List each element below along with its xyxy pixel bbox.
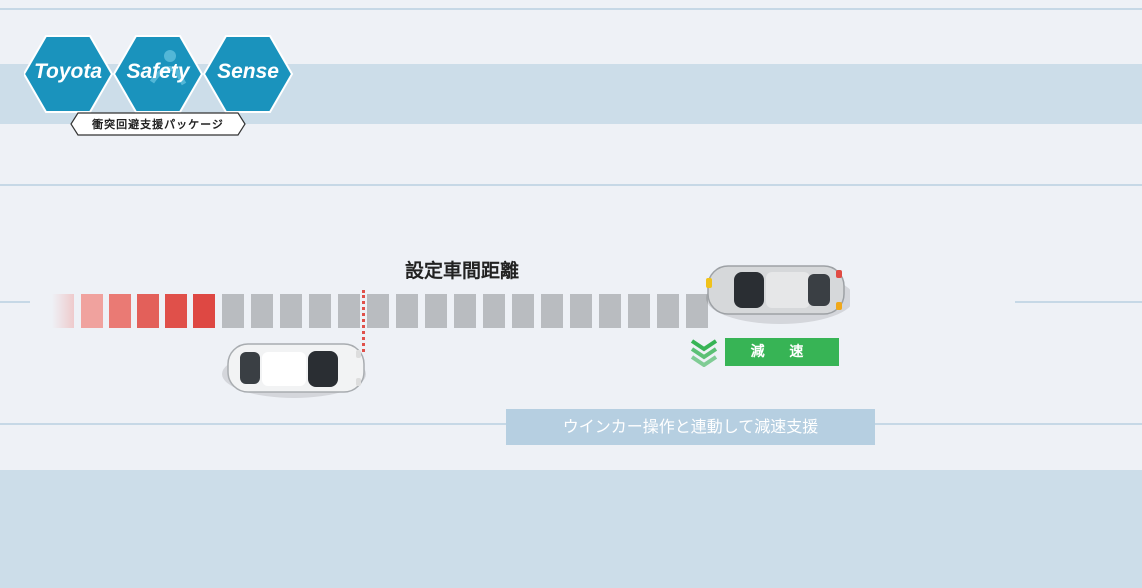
distance-cell-red-faded bbox=[52, 294, 74, 328]
distance-cell-gray bbox=[512, 294, 534, 328]
lane-line-upper bbox=[0, 184, 1142, 186]
distance-cell-gray bbox=[338, 294, 360, 328]
distance-cell-red bbox=[137, 294, 159, 328]
distance-cell-gray bbox=[309, 294, 331, 328]
logo-hexagons bbox=[22, 35, 294, 113]
lower-lane-band bbox=[0, 470, 1142, 588]
distance-cell-red bbox=[193, 294, 215, 328]
distance-cell-gray bbox=[628, 294, 650, 328]
lead-car bbox=[706, 265, 850, 324]
logo-tagline-badge: 衝突回避支援パッケージ bbox=[70, 112, 246, 136]
caption-bar: ウインカー操作と連動して減速支援 bbox=[506, 409, 875, 445]
distance-cell-gray bbox=[483, 294, 505, 328]
distance-cell-gray bbox=[686, 294, 708, 328]
distance-cell-gray bbox=[425, 294, 447, 328]
distance-cell-red bbox=[165, 294, 187, 328]
lane-center-dash-left bbox=[0, 301, 30, 303]
logo-tagline: 衝突回避支援パッケージ bbox=[92, 118, 224, 131]
distance-cell-gray bbox=[657, 294, 679, 328]
logo-word-toyota: Toyota bbox=[33, 60, 103, 83]
distance-cell-gray bbox=[396, 294, 418, 328]
decel-chevrons-icon bbox=[690, 339, 718, 367]
distance-cell-gray bbox=[599, 294, 621, 328]
distance-cell-gray bbox=[367, 294, 389, 328]
distance-cell-gray bbox=[454, 294, 476, 328]
distance-cell-red bbox=[109, 294, 131, 328]
lane-center-dash-right bbox=[1015, 301, 1142, 303]
ego-front-marker-line bbox=[362, 290, 365, 352]
distance-cell-gray bbox=[251, 294, 273, 328]
distance-cell-gray bbox=[280, 294, 302, 328]
distance-cell-gray bbox=[541, 294, 563, 328]
road-edge-line-top bbox=[0, 8, 1142, 10]
decel-badge: 減 速 bbox=[725, 338, 839, 366]
ego-car bbox=[222, 343, 366, 398]
tagline-frame bbox=[70, 112, 246, 136]
distance-cell-gray bbox=[570, 294, 592, 328]
distance-cell-gray bbox=[222, 294, 244, 328]
logo-word-sense: Sense bbox=[217, 60, 279, 83]
following-distance-label: 設定車間距離 bbox=[405, 260, 520, 282]
toyota-safety-sense-logo: Toyota Safety Sense bbox=[22, 34, 294, 114]
logo-word-safety: Safety bbox=[126, 60, 190, 83]
distance-cell-red bbox=[81, 294, 103, 328]
